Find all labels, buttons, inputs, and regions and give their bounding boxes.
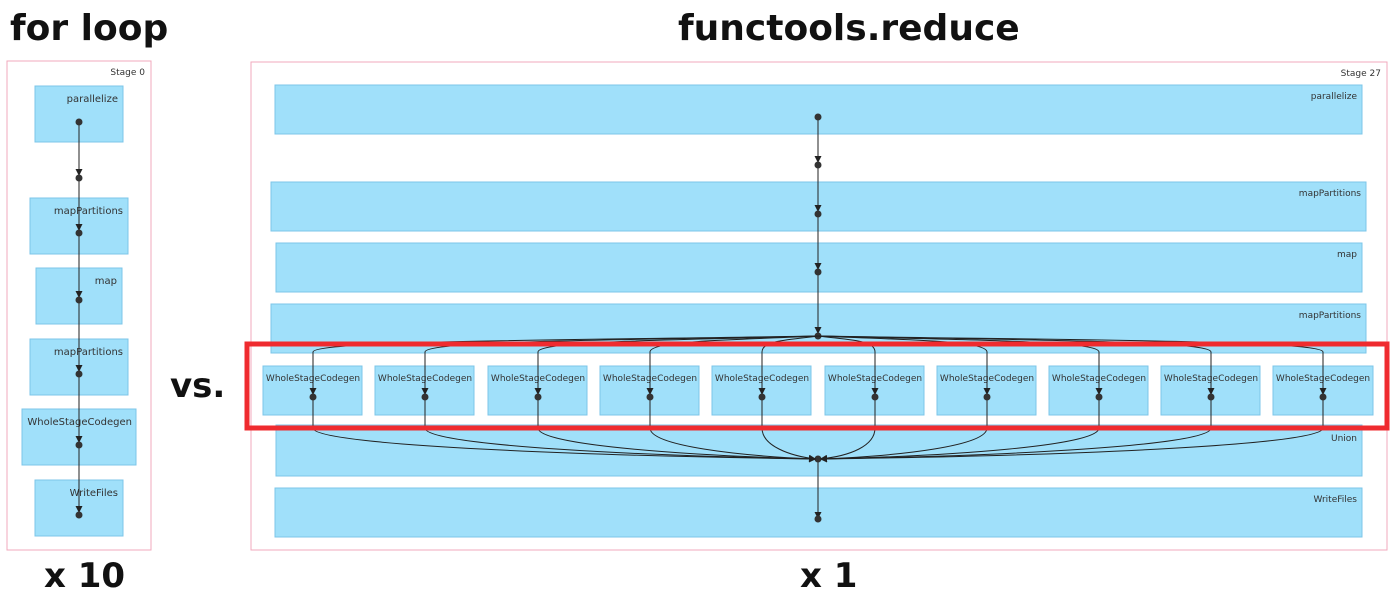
left-stage-border	[6, 60, 152, 551]
right-node-map: map	[275, 242, 1363, 293]
right-stage-border	[250, 61, 1388, 551]
fan-in-edges	[312, 397, 1324, 463]
svg-text:mapPartitions: mapPartitions	[54, 347, 123, 358]
right-node-union: Union	[275, 424, 1363, 477]
svg-text:mapPartitions: mapPartitions	[1299, 189, 1362, 199]
left-stage-label: Stage 0	[110, 68, 145, 78]
functools-reduce-title: functools.reduce	[678, 8, 1020, 49]
svg-text:Union: Union	[1331, 434, 1357, 444]
svg-text:mapPartitions: mapPartitions	[54, 206, 123, 217]
svg-text:map: map	[95, 276, 117, 287]
svg-text:parallelize: parallelize	[67, 94, 118, 105]
right-stage-label: Stage 27	[1341, 69, 1381, 79]
fan-out-edges	[309, 335, 1327, 395]
left-dots	[75, 118, 83, 519]
svg-text:WholeStageCodegen: WholeStageCodegen	[27, 417, 132, 428]
svg-text:mapPartitions: mapPartitions	[1299, 311, 1362, 321]
svg-text:map: map	[1337, 250, 1357, 260]
svg-text:parallelize: parallelize	[1311, 92, 1358, 102]
left-multiplier: x 10	[44, 556, 126, 596]
highlight-box	[244, 341, 1390, 431]
branch-dots	[309, 393, 1327, 401]
svg-text:WriteFiles: WriteFiles	[70, 488, 118, 499]
right-trunk-dots	[814, 113, 822, 523]
right-multiplier: x 1	[800, 556, 858, 596]
for-loop-title: for loop	[10, 8, 169, 49]
svg-text:WriteFiles: WriteFiles	[1313, 495, 1357, 505]
vs-label: vs.	[170, 366, 226, 406]
